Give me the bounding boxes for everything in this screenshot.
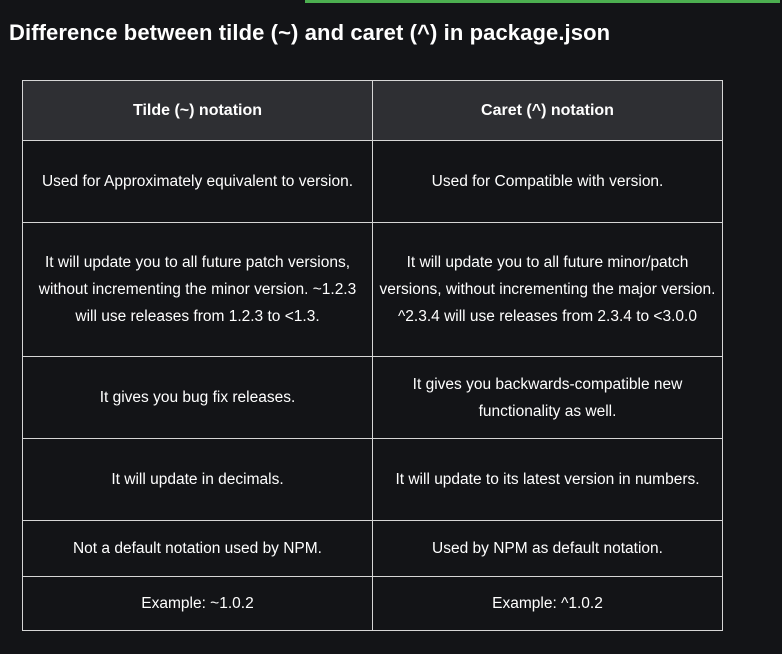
top-accent-bar	[305, 0, 780, 3]
tilde-cell: It will update you to all future patch v…	[22, 222, 373, 357]
table-row: It will update you to all future patch v…	[22, 222, 723, 357]
tilde-cell: It gives you bug fix releases.	[22, 356, 373, 439]
caret-cell: It will update you to all future minor/p…	[372, 222, 723, 357]
caret-cell: Used by NPM as default notation.	[372, 520, 723, 577]
header-tilde: Tilde (~) notation	[22, 80, 373, 141]
caret-cell: It will update to its latest version in …	[372, 438, 723, 521]
caret-cell: Used for Compatible with version.	[372, 140, 723, 223]
table-row: Used for Approximately equivalent to ver…	[22, 140, 723, 223]
header-caret: Caret (^) notation	[372, 80, 723, 141]
table-row: It gives you bug fix releases. It gives …	[22, 356, 723, 439]
tilde-cell: Not a default notation used by NPM.	[22, 520, 373, 577]
comparison-table: Tilde (~) notation Caret (^) notation Us…	[22, 80, 723, 631]
table-row: Example: ~1.0.2 Example: ^1.0.2	[22, 576, 723, 631]
table-row: It will update in decimals. It will upda…	[22, 438, 723, 521]
caret-cell: It gives you backwards-compatible new fu…	[372, 356, 723, 439]
tilde-cell: Example: ~1.0.2	[22, 576, 373, 631]
tilde-cell: It will update in decimals.	[22, 438, 373, 521]
tilde-cell: Used for Approximately equivalent to ver…	[22, 140, 373, 223]
page-title: Difference between tilde (~) and caret (…	[9, 20, 611, 45]
table-row: Not a default notation used by NPM. Used…	[22, 520, 723, 577]
caret-cell: Example: ^1.0.2	[372, 576, 723, 631]
table-header-row: Tilde (~) notation Caret (^) notation	[22, 80, 723, 141]
